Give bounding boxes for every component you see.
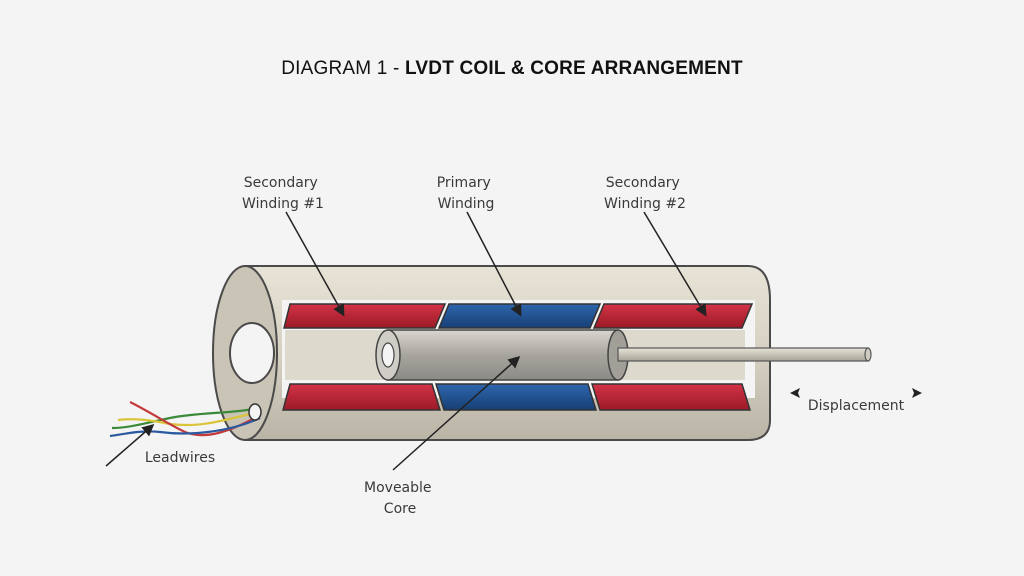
leader-lines bbox=[105, 211, 707, 471]
secondary-winding-2-top bbox=[592, 303, 754, 329]
label-primary: Primary Winding bbox=[437, 175, 496, 212]
secondary-winding-1-top bbox=[283, 303, 447, 329]
bottom-windings bbox=[282, 383, 752, 411]
arrow-left-icon bbox=[790, 388, 800, 398]
displacement-arrows bbox=[790, 388, 922, 398]
label-secondary-2: Secondary Winding #2 bbox=[604, 175, 686, 212]
primary-winding-bottom bbox=[434, 383, 598, 411]
leadwires bbox=[109, 401, 262, 438]
title-bold: LVDT COIL & CORE ARRANGEMENT bbox=[405, 58, 743, 79]
diagram-title: DIAGRAM 1 - LVDT COIL & CORE ARRANGEMENT bbox=[0, 58, 1024, 80]
title-prefix: DIAGRAM 1 - bbox=[281, 58, 406, 79]
label-leadwires: Leadwires bbox=[145, 450, 215, 466]
secondary-winding-2-bottom bbox=[590, 383, 752, 411]
primary-winding-top bbox=[437, 303, 602, 329]
label-secondary-1: Secondary Winding #1 bbox=[242, 175, 324, 212]
arrow-right-icon bbox=[912, 388, 922, 398]
top-windings bbox=[283, 303, 754, 329]
label-moveable-core: Moveable Core bbox=[364, 480, 436, 517]
moveable-core bbox=[375, 329, 629, 381]
core-rod bbox=[617, 347, 872, 362]
secondary-winding-1-bottom bbox=[282, 383, 442, 411]
label-displacement: Displacement bbox=[808, 398, 905, 414]
